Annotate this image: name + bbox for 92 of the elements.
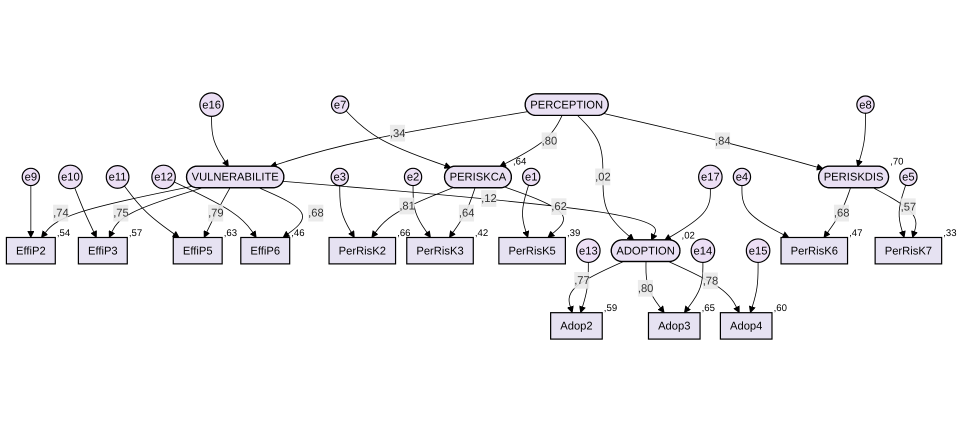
node-circle: e13 xyxy=(576,238,601,264)
node-circle: e14 xyxy=(690,238,716,264)
coefficient-label: ,33 xyxy=(943,228,957,239)
coefficient-label: ,46 xyxy=(291,228,305,239)
node-box: EffiP2 xyxy=(6,236,56,264)
arrow xyxy=(898,184,906,238)
edge-label: ,68 xyxy=(834,206,850,220)
arrow xyxy=(283,180,658,241)
node-box: EffiP6 xyxy=(240,236,290,264)
node-box: PerRisK7 xyxy=(874,236,942,264)
node-circle: e9 xyxy=(22,168,40,186)
arrow xyxy=(449,188,476,238)
arrow xyxy=(174,182,257,238)
edge-label: ,12 xyxy=(481,192,497,204)
arrow xyxy=(504,186,564,238)
node-box: Adop3 xyxy=(648,312,701,340)
edge-label: ,80 xyxy=(542,134,558,147)
node-box: PerRisK6 xyxy=(780,236,848,264)
edge-label: ,84 xyxy=(714,134,731,147)
coefficient-label: ,42 xyxy=(474,228,488,239)
arrow xyxy=(578,115,634,241)
arrow xyxy=(211,116,229,167)
node-circle: e15 xyxy=(746,238,770,264)
coefficient-label: ,64 xyxy=(512,156,526,168)
node-circle: e17 xyxy=(698,164,723,190)
edge-label: ,77 xyxy=(574,274,590,286)
node-circle: e5 xyxy=(899,168,918,186)
arrow xyxy=(684,262,704,313)
node-circle: e7 xyxy=(330,95,350,114)
arrow xyxy=(579,262,589,313)
arrow xyxy=(748,262,758,313)
coefficient-label: ,70 xyxy=(890,156,904,168)
edge-label: ,64 xyxy=(458,206,474,220)
edge-label: ,81 xyxy=(399,199,415,212)
coefficient-label: ,54 xyxy=(56,228,70,239)
node-box: Adop4 xyxy=(720,312,773,340)
node-box: EffiP3 xyxy=(78,236,128,264)
arrow xyxy=(27,185,34,238)
edge-label: ,34 xyxy=(390,126,406,140)
node-circle: e2 xyxy=(404,168,422,186)
arrow xyxy=(339,185,355,238)
arrow xyxy=(664,188,711,241)
arrow xyxy=(108,188,202,238)
coefficient-label: ,59 xyxy=(604,303,618,314)
edge-label: ,80 xyxy=(638,281,654,294)
arrow xyxy=(646,262,665,313)
node-circle: e8 xyxy=(856,95,875,114)
arrow xyxy=(371,187,454,238)
arrow xyxy=(604,113,824,170)
arrow xyxy=(124,186,180,238)
node-box: Adop2 xyxy=(550,312,603,340)
edge-label: ,62 xyxy=(551,200,567,213)
arrow xyxy=(874,188,918,238)
node-circle: e4 xyxy=(732,168,752,186)
coefficient-label: ,63 xyxy=(224,228,238,239)
arrow xyxy=(856,112,866,167)
coefficient-label: ,60 xyxy=(774,303,787,314)
coefficient-label: ,57 xyxy=(128,228,142,239)
coefficient-label: ,65 xyxy=(702,303,715,314)
edge-label: ,78 xyxy=(702,274,718,287)
arrow xyxy=(742,185,790,238)
node-circle: e12 xyxy=(151,164,176,190)
arrow xyxy=(270,111,528,168)
node-box: PerRisK5 xyxy=(498,236,566,264)
arrow xyxy=(41,186,192,238)
node-circle: e16 xyxy=(199,92,224,117)
arrow xyxy=(346,110,452,169)
edge-label: ,68 xyxy=(308,206,324,220)
coefficient-label: ,39 xyxy=(566,228,580,239)
arrow xyxy=(522,184,530,238)
node-circle: e3 xyxy=(330,168,349,186)
arrow xyxy=(566,262,624,313)
arrow xyxy=(668,262,740,313)
arrow xyxy=(412,185,431,238)
arrow xyxy=(499,115,562,167)
edge-label: ,75 xyxy=(113,206,129,220)
node-circle: e10 xyxy=(58,164,83,190)
node-circle: e11 xyxy=(106,165,130,189)
arrow xyxy=(259,188,303,238)
coefficient-label: ,66 xyxy=(397,228,410,239)
coefficient-label: ,47 xyxy=(849,228,862,239)
node-circle: e1 xyxy=(522,168,540,186)
arrow xyxy=(824,188,851,238)
edge-label: ,74 xyxy=(53,206,69,220)
edge-label: ,02 xyxy=(595,170,611,183)
arrow xyxy=(74,187,97,238)
node-box: EffiP5 xyxy=(172,236,223,264)
arrow xyxy=(204,188,230,238)
node-box: PerRisK3 xyxy=(406,236,474,264)
edge-label: ,79 xyxy=(208,206,224,220)
edge-label: ,57 xyxy=(900,200,916,213)
node-box: PerRisK2 xyxy=(328,236,396,264)
